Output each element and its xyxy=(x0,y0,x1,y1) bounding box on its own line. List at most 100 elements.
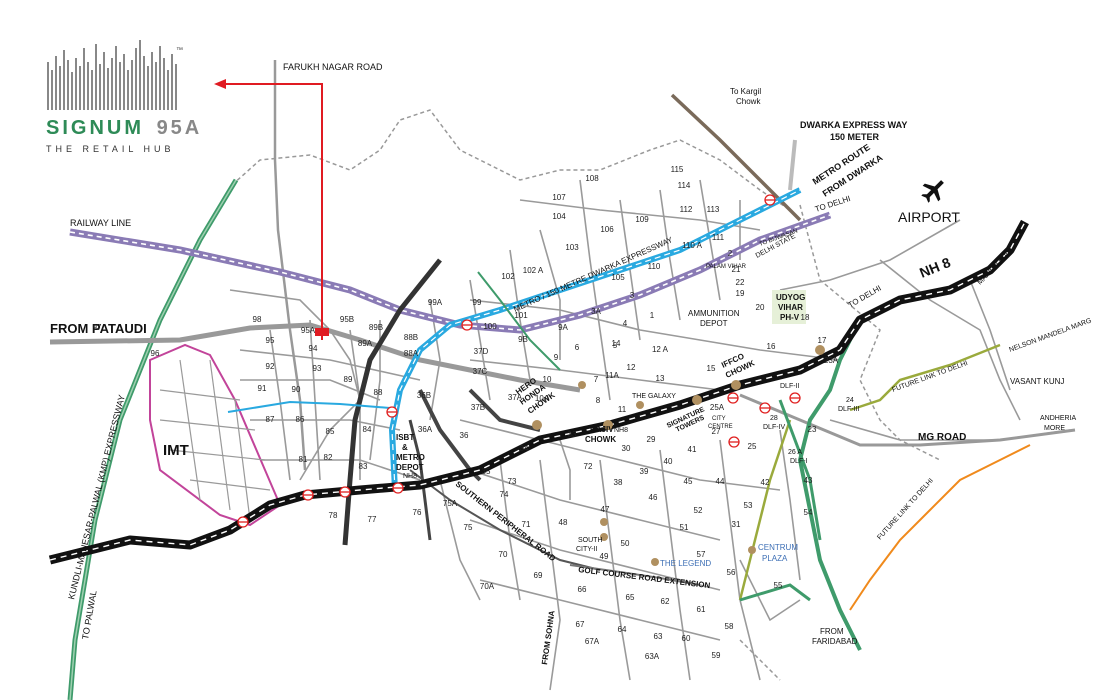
sector-label: 10A xyxy=(535,394,550,403)
sector-label: 31 xyxy=(732,520,741,529)
sector-label: 109 xyxy=(635,215,649,224)
to-kargil-label: To Kargil xyxy=(730,87,761,96)
sector-label: 91 xyxy=(258,384,267,393)
sector-label: 101 xyxy=(514,311,528,320)
sector-label: 71 xyxy=(522,520,531,529)
andheria-label: ANDHERIA xyxy=(1040,415,1077,422)
metro-station-icon xyxy=(759,402,771,414)
landmark-dot xyxy=(692,395,702,405)
sector-label: 9 xyxy=(554,353,559,362)
metro-station-icon xyxy=(302,489,314,501)
sector-label: 92 xyxy=(266,362,275,371)
from-pataudi-label: FROM PATAUDI xyxy=(50,321,147,336)
sector-label: 13 xyxy=(656,374,665,383)
sector-label: 11 xyxy=(618,405,627,414)
landmark-dot xyxy=(731,380,741,390)
ammunition-depot-label: DEPOT xyxy=(700,319,728,328)
sector-label: 43 xyxy=(804,476,813,485)
sector-label: 1 xyxy=(650,311,655,320)
dlf-i-num-label: 26 A xyxy=(788,449,802,456)
airport-label: AIRPORT xyxy=(898,209,960,225)
metro-station-icon xyxy=(789,392,801,404)
sector-label: 5 xyxy=(613,341,618,350)
dlf-iv-label: DLF-IV xyxy=(763,424,786,431)
skyline-graphic xyxy=(47,40,177,110)
isbt-depot-label: DEPOT xyxy=(396,463,424,472)
sector-label: 62 xyxy=(661,597,670,606)
sector-label: 9A xyxy=(558,323,568,332)
faridabad-road xyxy=(797,319,862,651)
sector-label: 37A xyxy=(508,393,523,402)
sector-label: 100 xyxy=(483,322,497,331)
andheria-more-label: MORE xyxy=(1044,425,1065,432)
sector-label: 74 xyxy=(500,490,509,499)
sector-label: 73 xyxy=(508,477,517,486)
landmark-dot xyxy=(600,533,608,541)
sector-label: 25 xyxy=(748,442,757,451)
sector-label: 12 xyxy=(627,363,636,372)
sector-label: 104 xyxy=(552,212,566,221)
sector-label: 94 xyxy=(309,344,318,353)
location-pointer xyxy=(214,79,329,340)
imt-label: IMT xyxy=(163,442,189,459)
dlf-i-label: DLF-I xyxy=(790,458,808,465)
sector-label: 64 xyxy=(618,625,627,634)
sector-label: 46 xyxy=(649,493,658,502)
sector-label: 54 xyxy=(804,508,813,517)
landmark-dots xyxy=(532,345,825,566)
sector-label: 110 xyxy=(648,262,661,271)
railway-line xyxy=(69,211,832,334)
imt-boundary xyxy=(149,343,282,527)
sector-label: 70 xyxy=(499,550,508,559)
sector-label: 37B xyxy=(471,403,485,412)
rajiv-chowk-label: CHOWK xyxy=(585,435,616,444)
sector-label: 59 xyxy=(712,651,721,660)
sector-label: 37C xyxy=(473,367,488,376)
metro-stations xyxy=(237,194,801,528)
sector-label: 10 xyxy=(543,375,552,384)
sector-label: 20 xyxy=(756,303,765,312)
sector-label: 96 xyxy=(151,349,160,358)
future-link-delhi-olive-south xyxy=(738,419,792,601)
sector-label: 3A xyxy=(591,307,601,316)
kmp-label: KUNDLI-MANESAR-PALWAL (KMP) EXPRESSWAY xyxy=(66,394,127,601)
dwarka-150m-label: 150 METER xyxy=(830,132,880,142)
sector-label: 37D xyxy=(474,347,489,356)
sector-label: 115 xyxy=(671,165,684,174)
sector-label: 83 xyxy=(359,462,368,471)
sector-label: 16 xyxy=(767,342,776,351)
sector-label: 30 xyxy=(622,444,631,453)
golf-course-road-extension xyxy=(569,564,701,586)
vihar-label: VIHAR xyxy=(778,303,803,312)
sector-label: 65 xyxy=(626,593,635,602)
project-site-marker xyxy=(315,328,329,336)
future-link-olive-label: FUTURE LINK TO DELHI xyxy=(891,360,968,394)
sector-labels: 97 96 98 95 95A 95B 94 93 92 91 90 89 89… xyxy=(93,165,839,661)
dwarka-express-way-label: DWARKA EXPRESS WAY xyxy=(800,120,907,130)
sector-label: 40 xyxy=(664,457,673,466)
sector-label: 53 xyxy=(744,501,753,510)
metro-line xyxy=(388,187,802,491)
sector-label: 105 xyxy=(611,273,625,282)
sector-label: 17 xyxy=(818,336,827,345)
landmark-dot xyxy=(578,381,586,389)
sector-label: 6 xyxy=(575,343,580,352)
sector-label: 69 xyxy=(534,571,543,580)
landmark-dot xyxy=(815,345,825,355)
sector-label: 98 xyxy=(253,315,262,324)
sector-label: 52 xyxy=(694,506,703,515)
sector-label: 39 xyxy=(640,467,649,476)
sector-label: 76 xyxy=(413,508,422,517)
sector-label: 113 xyxy=(707,205,720,214)
sector-label: 60 xyxy=(682,634,691,643)
tm-mark: ™ xyxy=(176,47,183,54)
landmark-dot xyxy=(532,420,542,430)
sector-label: 103 xyxy=(565,243,579,252)
landmark-dot xyxy=(636,401,644,409)
sector-label: 7 xyxy=(594,375,599,384)
sector-label: 48 xyxy=(559,518,568,527)
sector-label: 95B xyxy=(340,315,354,324)
brand-tagline: THE RETAIL HUB xyxy=(46,144,175,154)
sector-label: 34 xyxy=(520,444,529,453)
sector-label: 84 xyxy=(363,425,372,434)
